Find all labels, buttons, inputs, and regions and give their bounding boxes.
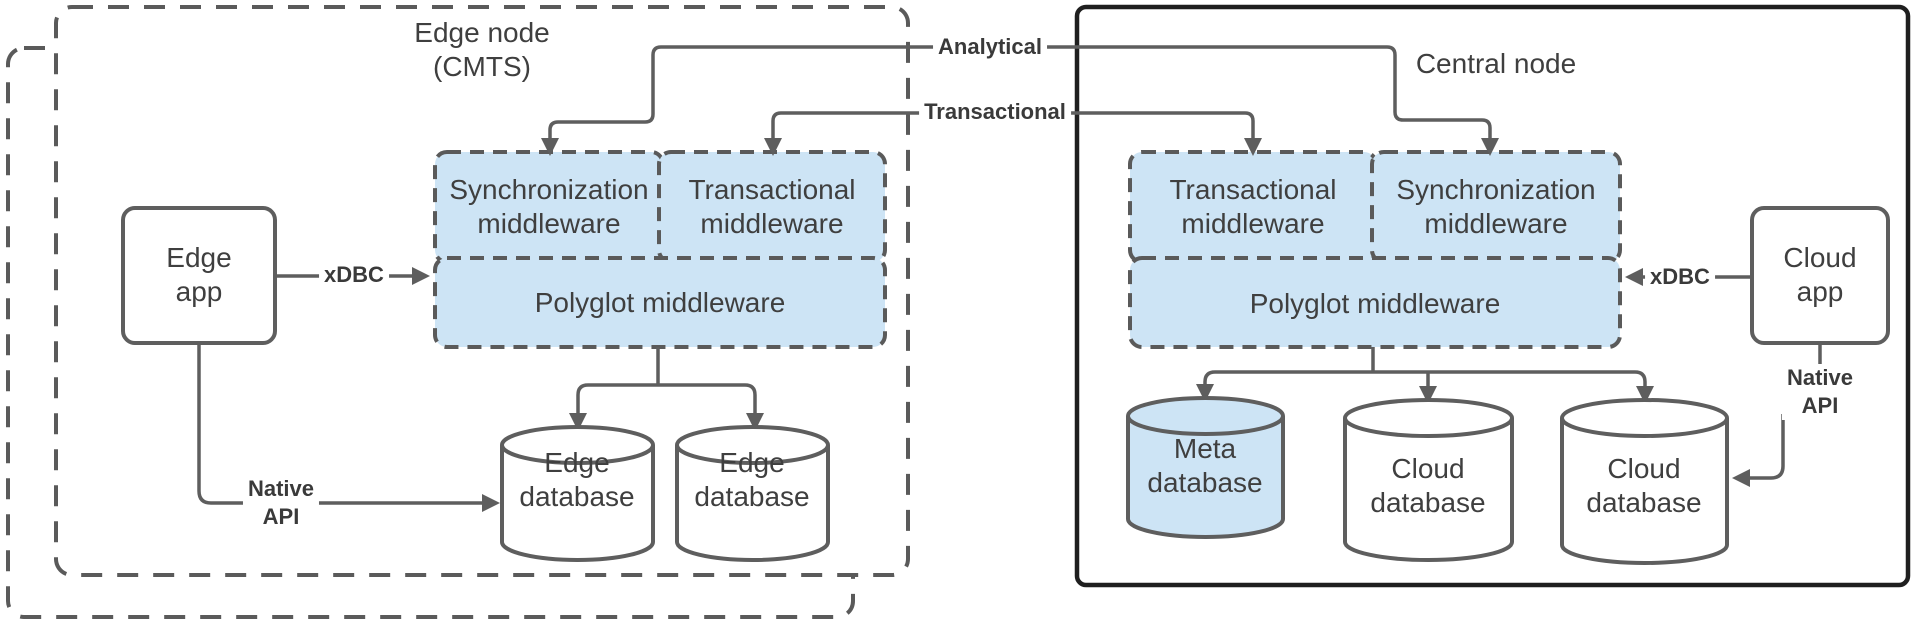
edge-db1-arrowhead-icon [569,413,587,431]
central-transactional-middleware-label: Transactional middleware [1169,174,1337,239]
analytical-left-arrowhead-icon [541,138,559,156]
central-polyglot-middleware-label: Polyglot middleware [1249,288,1501,319]
xdbc-right-label: xDBC [1645,263,1715,291]
central-node-title: Central node [1415,48,1577,79]
xdbc-right-arrowhead-icon [1625,268,1643,286]
cloud-db2-arrowhead-icon [1636,386,1654,404]
native-api-right-label: Native API [1781,364,1859,420]
cloud-app-label: Cloud app [1783,242,1857,307]
meta-database-label: Meta database [1147,433,1263,498]
edge-database-2-cylinder [675,425,830,562]
analytical-right-arrowhead-icon [1481,138,1499,156]
cloud-database-2-cylinder [1560,398,1729,565]
cloud-database-2-label: Cloud database [1586,453,1702,518]
edge-polyglot-middleware-label: Polyglot middleware [534,287,786,318]
edge-node-title: Edge node (CMTS) [414,17,550,82]
edge-db2-arrowhead-icon [746,413,764,431]
edge-transactional-middleware-label: Transactional middleware [688,174,856,239]
transactional-left-arrowhead-icon [764,138,782,156]
edge-database-2-label: Edge database [694,447,810,512]
central-sync-middleware-box [1370,150,1622,264]
edge-sync-middleware-label: Synchronization middleware [449,174,649,239]
native-api-right-arrowhead-icon [1732,469,1750,487]
native-api-left-connector-line [197,343,484,505]
meta-database-cylinder [1126,396,1285,539]
analytical-connector-label: Analytical [933,33,1047,61]
central-sync-middleware-label: Synchronization middleware [1396,174,1596,239]
meta-db-arrowhead-icon [1196,384,1214,402]
edge-app-label: Edge app [166,242,232,307]
xdbc-left-label: xDBC [319,261,389,289]
edge-polyglot-split-line [576,383,757,415]
cloud-database-1-cylinder [1343,398,1514,562]
native-api-left-arrowhead-icon [482,494,500,512]
transactional-right-arrowhead-icon [1244,138,1262,156]
central-polyglot-middleware-box [1128,256,1622,349]
cloud-database-1-label: Cloud database [1370,453,1486,518]
edge-polyglot-middleware-box [433,256,887,349]
xdbc-left-arrowhead-icon [412,267,430,285]
transactional-connector-label: Transactional [919,98,1071,126]
edge-database-1-label: Edge database [519,447,635,512]
edge-database-1-cylinder [500,425,655,562]
central-polyglot-split-line [1203,370,1647,386]
native-api-right-connector-line [1748,414,1785,480]
cloud-db1-arrowhead-icon [1419,386,1437,404]
native-api-left-label: Native API [242,475,320,531]
